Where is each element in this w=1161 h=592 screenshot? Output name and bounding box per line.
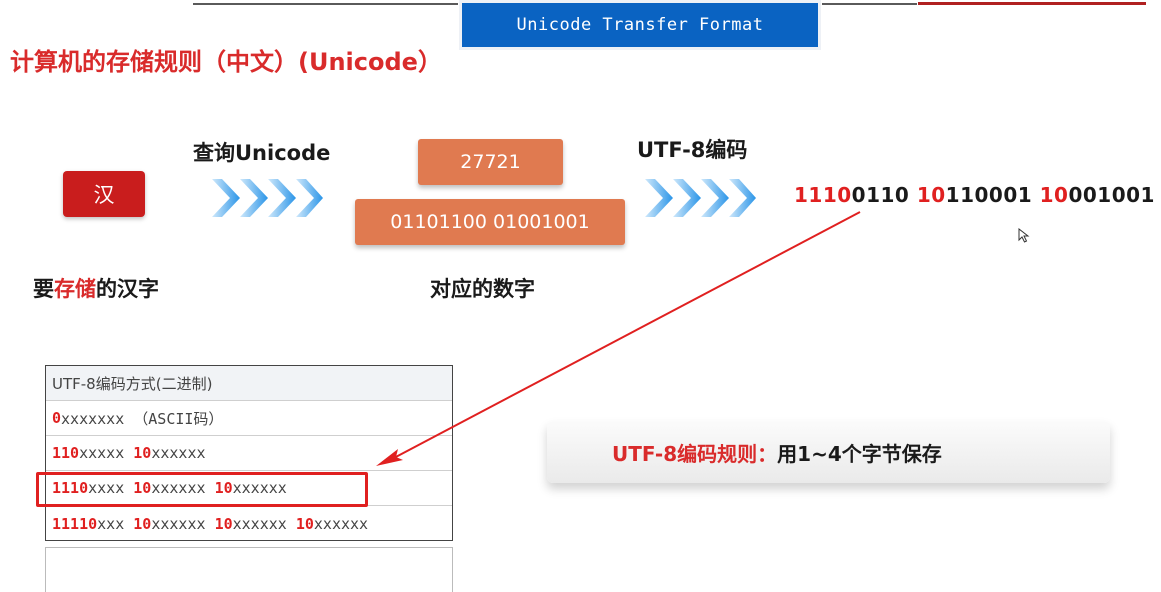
chinese-char-box: 汉: [63, 171, 145, 217]
row-prefix: 10: [133, 514, 152, 533]
row-bits: xxxxxx: [313, 514, 369, 533]
row-bits: xxxxxx: [151, 514, 215, 533]
unicode-decimal-box: 27721: [418, 139, 563, 185]
utf8-rule-card: UTF-8编码规则：用1~4个字节保存: [547, 421, 1110, 483]
chevron-2: [240, 179, 268, 217]
row-bits: xxx: [97, 514, 134, 533]
table-header: UTF-8编码方式(二进制): [46, 366, 452, 401]
chevron-1: [212, 179, 240, 217]
row-prefix: 110: [52, 444, 80, 462]
row-prefix: 10: [214, 479, 233, 497]
row-prefix: 1110: [52, 479, 89, 497]
top-divider-left: [193, 3, 458, 5]
byte-2-prefix: 10: [916, 183, 946, 207]
row-prefix: 10: [295, 514, 314, 533]
three-byte-row-highlight: [36, 472, 368, 507]
banner-text: Unicode Transfer Format: [462, 3, 818, 47]
chevron-4: [729, 179, 756, 217]
row-bits: xxxx: [88, 479, 134, 497]
byte-2-rest: 110001: [945, 183, 1033, 207]
row-bits: xxxxx: [79, 444, 134, 462]
mouse-cursor-icon: [1018, 228, 1030, 243]
row-bits: xxxxxx: [232, 514, 296, 533]
chevron-arrow-1-icon: [212, 179, 323, 217]
title-banner: Unicode Transfer Format: [459, 0, 821, 50]
top-divider-accent: [918, 2, 1146, 5]
step-lookup-label: 查询Unicode: [193, 141, 331, 165]
step-encode-label: UTF-8编码: [637, 138, 748, 162]
chevron-arrow-2-icon: [645, 179, 756, 217]
rule-text: UTF-8编码规则：用1~4个字节保存: [612, 438, 942, 467]
byte-1-rest: 0110: [851, 183, 910, 207]
byte-3-prefix: 10: [1039, 183, 1069, 207]
row-prefix: 10: [214, 514, 233, 533]
row-prefix: 10: [133, 479, 152, 497]
caption-number: 对应的数字: [430, 277, 535, 301]
rule-label: UTF-8编码规则：: [612, 441, 778, 466]
page-title: 计算机的存储规则（中文）(Unicode）: [10, 48, 442, 76]
row-prefix: 11110: [52, 514, 98, 533]
chevron-3: [268, 179, 296, 217]
caption-stored-char: 要存储的汉字: [33, 273, 159, 303]
chevron-4: [296, 179, 323, 217]
row-bits: xxxxxxx （ASCII码）: [61, 409, 224, 428]
byte-1-prefix: 1110: [794, 183, 852, 207]
row-bits: xxxxxx: [151, 444, 206, 462]
chevron-3: [701, 179, 729, 217]
chevron-1: [645, 179, 673, 217]
caption-post: 的汉字: [96, 277, 159, 301]
row-bits: xxxxxx: [151, 479, 215, 497]
row-prefix: 0: [52, 409, 62, 427]
chevron-2: [673, 179, 701, 217]
table-lower-panel: [45, 547, 453, 592]
caption-pre: 要: [33, 277, 54, 301]
caption-highlight: 存储: [54, 277, 96, 301]
rule-body: 用1~4个字节保存: [777, 441, 942, 466]
unicode-binary-box: 01101100 01001001: [355, 199, 625, 245]
top-divider-right: [822, 3, 917, 5]
utf8-encoded-bytes: 11100110 10110001 10001001: [794, 183, 1155, 207]
row-prefix: 10: [133, 444, 152, 462]
byte-3-rest: 001001: [1068, 183, 1155, 207]
row-bits: xxxxxx: [232, 479, 287, 497]
